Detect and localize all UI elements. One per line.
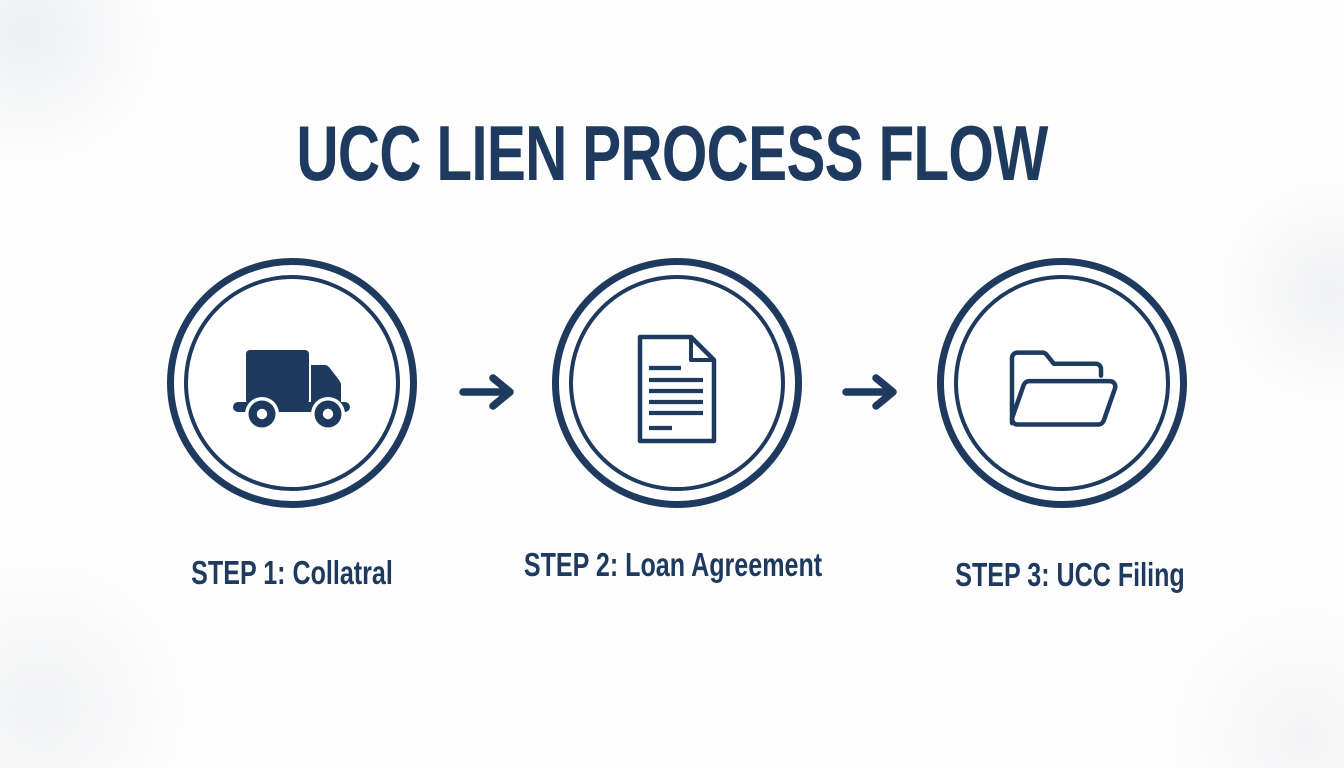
step-1-label: STEP 1: Collatral	[191, 554, 393, 591]
right-arrow-icon	[459, 374, 514, 410]
step-2-inner-ring	[569, 275, 785, 491]
document-icon	[637, 334, 717, 444]
step-3-circle	[937, 258, 1187, 508]
folder-icon	[1009, 350, 1118, 427]
step-3-label: STEP 3: UCC Filing	[955, 556, 1185, 593]
right-arrow-icon	[842, 374, 897, 410]
diagram-title: UCC LIEN PROCESS FLOW	[296, 109, 1048, 197]
step-3-inner-ring	[954, 275, 1170, 491]
step-1-circle	[167, 258, 417, 508]
step-2-label: STEP 2: Loan Agreement	[523, 546, 823, 583]
step-2-circle	[552, 258, 802, 508]
step-1-inner-ring	[184, 275, 400, 491]
truck-icon	[233, 350, 350, 428]
